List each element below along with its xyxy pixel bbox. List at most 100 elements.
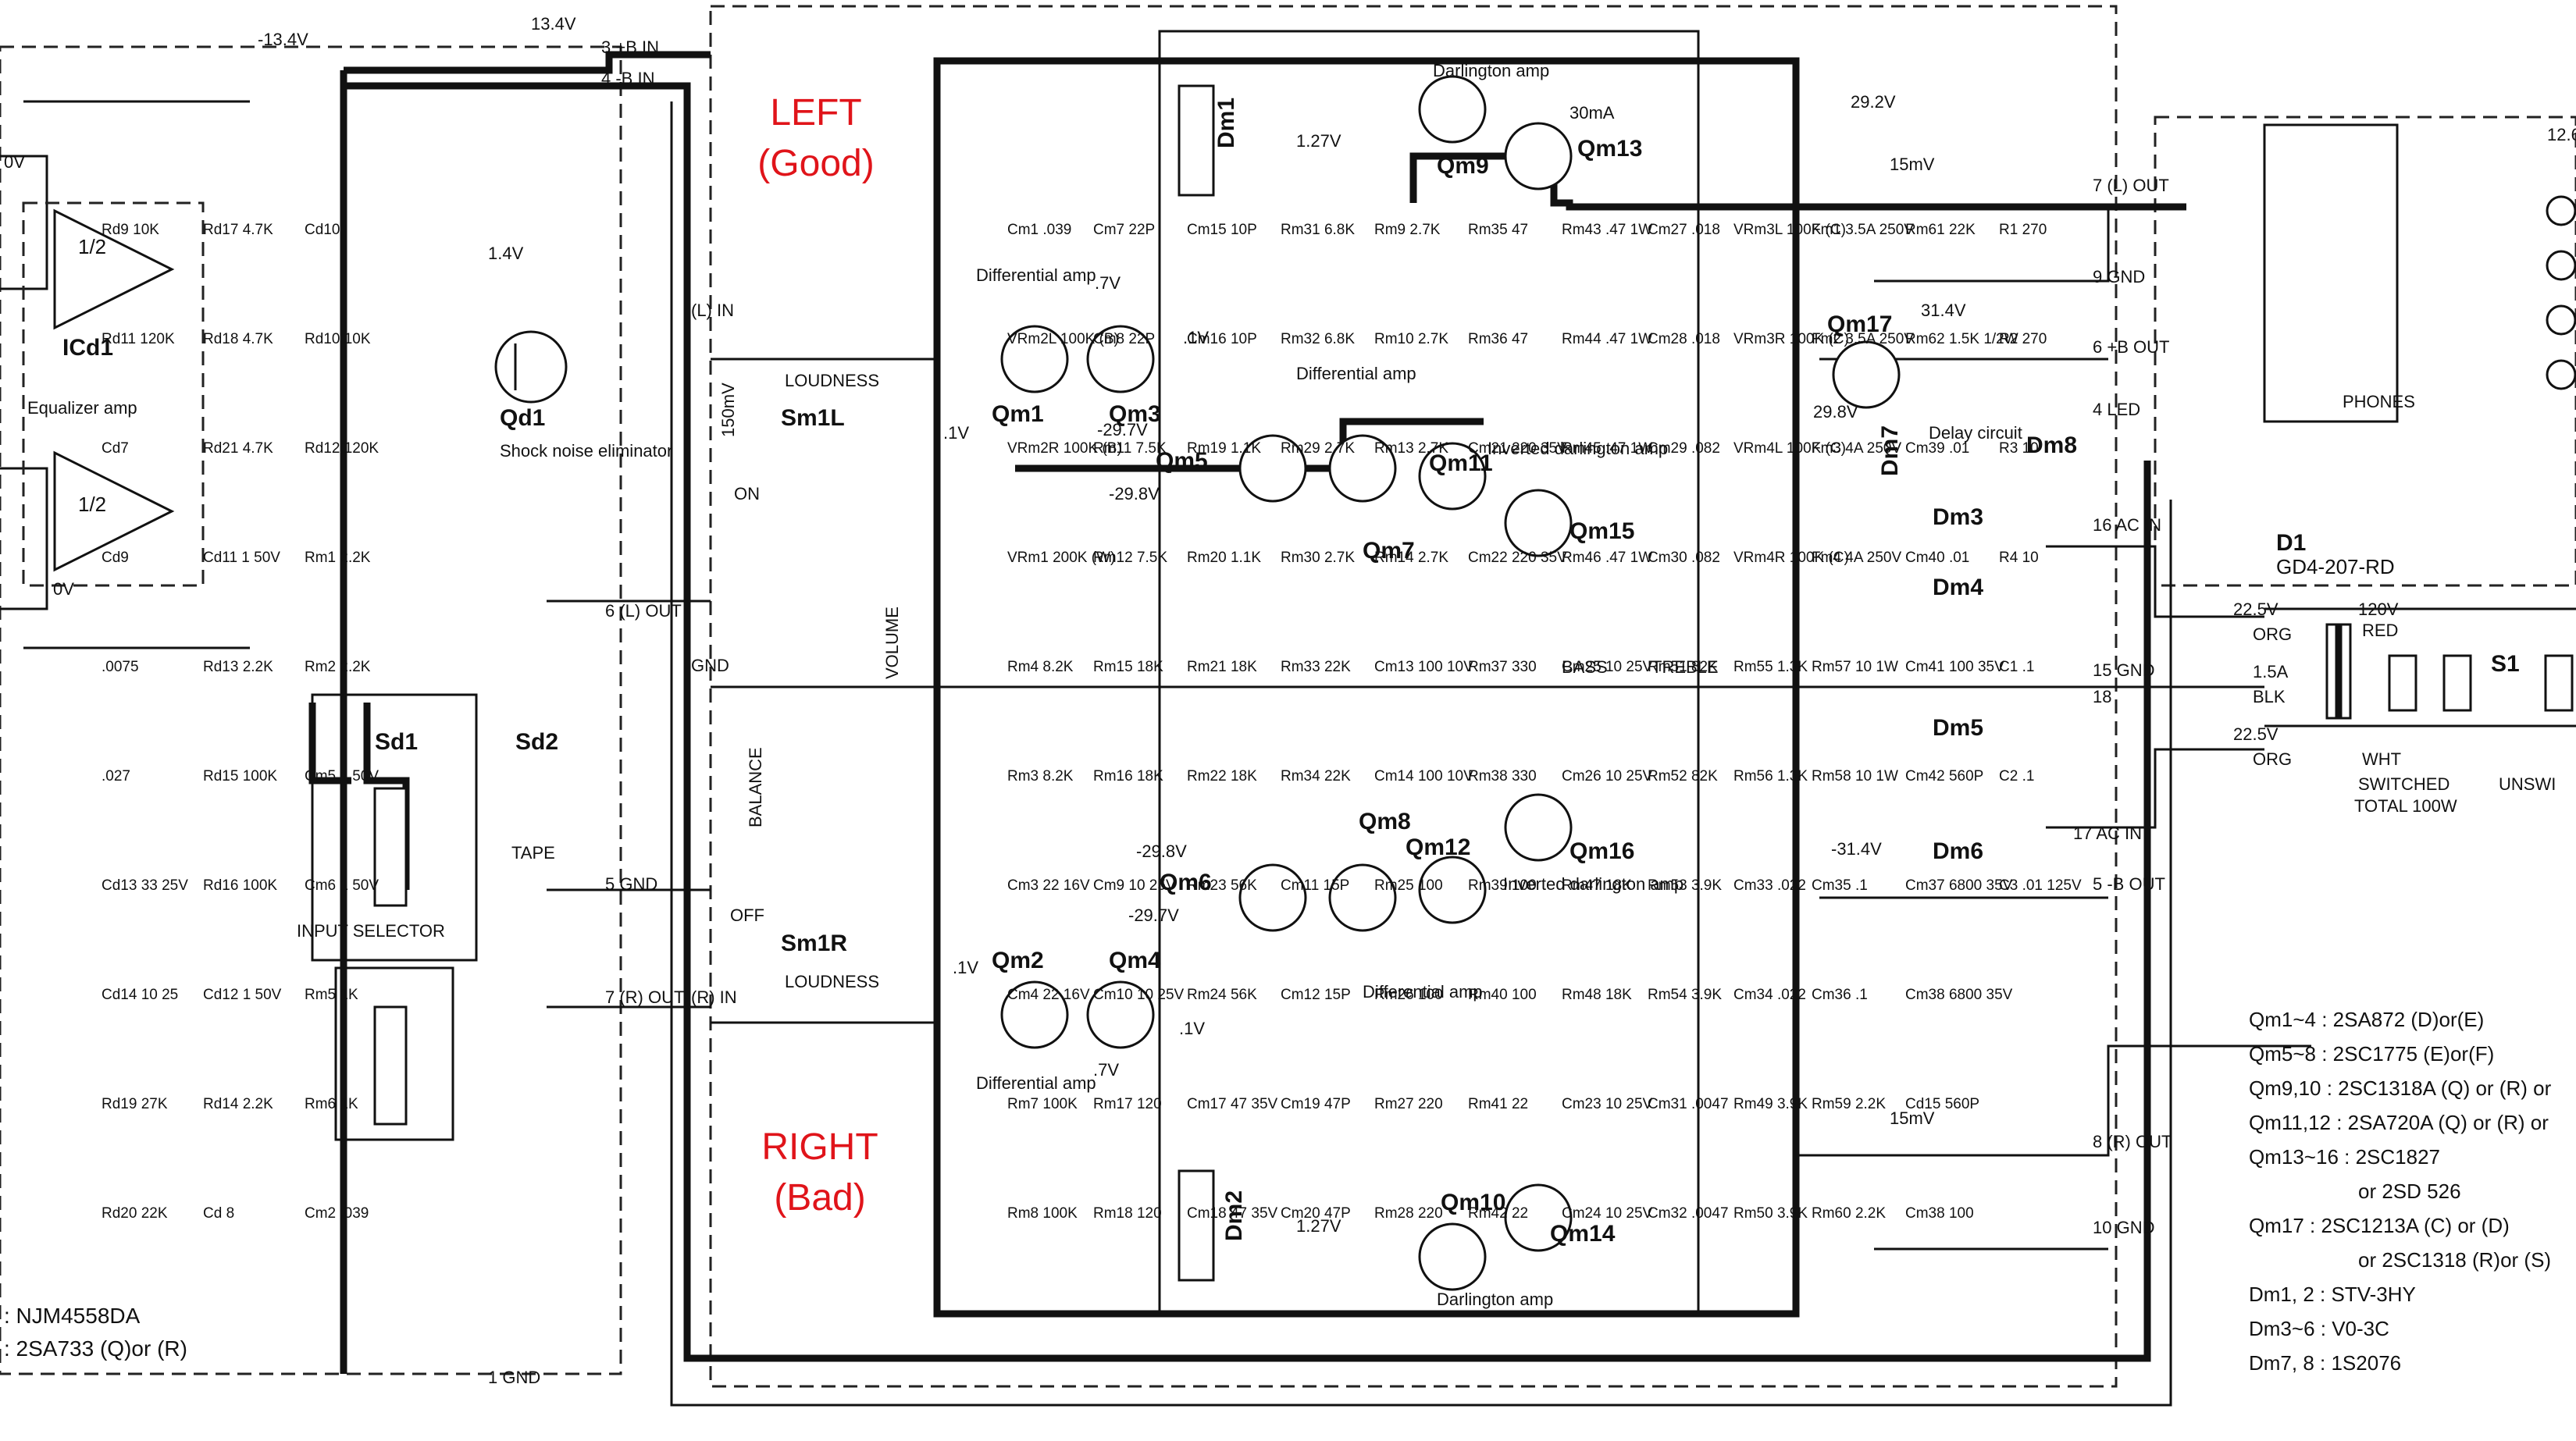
component-value: Rm13 2.7K (1374, 440, 1448, 457)
component-value: Cm24 10 25V (1562, 1205, 1653, 1222)
v-m29-8-top: -29.8V (1109, 484, 1160, 503)
preamp-board-outline (0, 45, 622, 1375)
sd1-label: Sd1 (375, 729, 418, 755)
opamp-upper (53, 208, 175, 330)
left-parts-item: : NJM4558DA (4, 1304, 141, 1328)
component-value: VRm2L 100K (B) (1007, 331, 1119, 347)
component-value: Cm8 22P (1093, 331, 1155, 347)
component-value: Rm26 100 (1374, 987, 1443, 1003)
component-value: Rm28 220 (1374, 1205, 1443, 1222)
component-value: Cm4 22 16V (1007, 987, 1090, 1003)
component-value: Rm38 330 (1468, 768, 1537, 785)
component-value: Rd13 2.2K (203, 659, 273, 675)
component-value: .027 (102, 768, 130, 785)
component-value: Rm44 .47 1W (1562, 331, 1652, 347)
t-r-out-7: 7 (R) OUT (605, 987, 684, 1007)
component-value: Cm33 .022 (1733, 877, 1806, 894)
v-1-27-bottom: 1.27V (1296, 1216, 1341, 1236)
qd1-symbol (494, 330, 568, 404)
inv-darlington-top-label: Inverted darlington amp (1488, 439, 1668, 458)
t-red: RED (2362, 621, 2398, 640)
v-15mv-top: 15mV (1890, 155, 1935, 174)
v-m31-4: -31.4V (1831, 839, 1882, 859)
ac-in-16-wire (2046, 545, 2264, 618)
component-value: Cm12 15P (1281, 987, 1351, 1003)
balance-label: BALANCE (746, 747, 765, 827)
t-gnd5: 5 GND (605, 874, 657, 894)
component-value: Cm13 100 10V (1374, 659, 1473, 675)
component-value: Cm7 22P (1093, 222, 1155, 238)
component-value: Rd14 2.2K (203, 1096, 273, 1112)
component-value: Rd16 100K (203, 877, 277, 894)
qm9-symbol (1418, 75, 1487, 144)
dm4-label: Dm4 (1933, 575, 1983, 600)
component-value: Rd18 4.7K (203, 331, 273, 347)
t-ac-in-17: 17 AC IN (2073, 824, 2142, 843)
parts-list-item: Qm13~16 : 2SC1827 (2249, 1145, 2440, 1169)
component-value: Rm5 1K (305, 987, 358, 1003)
outlet-3 (2544, 654, 2574, 712)
v-1-a: .1V (943, 423, 969, 443)
equalizer-label: Equalizer amp (27, 398, 137, 418)
v-m29-7-top: -29.7V (1097, 420, 1148, 439)
v-1-b: .1V (1183, 328, 1209, 347)
component-value: VRm3R 100K (C) (1733, 331, 1849, 347)
qm17-symbol (1832, 340, 1901, 409)
component-value: Rm12 7.5K (1093, 550, 1167, 566)
qm1-symbol (1000, 325, 1069, 393)
component-value: Fm2 3.5A 250V (1812, 331, 1914, 347)
component-value: Cd 8 (203, 1205, 234, 1222)
component-value: Rm60 2.2K (1812, 1205, 1886, 1222)
qm4-symbol (1086, 980, 1155, 1049)
component-value: R2 270 (1999, 331, 2047, 347)
component-value: Cm32 .0047 (1648, 1205, 1729, 1222)
diff-amp-mid-bottom-label: Differential amp (1363, 982, 1483, 1002)
component-value: Rm21 18K (1187, 659, 1257, 675)
qm3-symbol (1086, 325, 1155, 393)
component-value: Cm39 .01 (1905, 440, 1969, 457)
qm3-label: Qm3 (1109, 401, 1161, 427)
input-selector-label: INPUT SELECTOR (297, 921, 445, 941)
component-value: Rm56 1.3K (1733, 768, 1808, 785)
v-7-bottom: .7V (1093, 1060, 1119, 1080)
t-18: 18 (2093, 687, 2111, 706)
qd1-label: Qd1 (500, 405, 545, 431)
component-value: .0075 (102, 659, 139, 675)
component-value: Fm3 4A 250V (1812, 440, 1901, 457)
loudness-top-label: LOUDNESS (785, 371, 879, 390)
component-value: Rm49 3.9K (1733, 1096, 1808, 1112)
component-value: Rm58 10 1W (1812, 768, 1898, 785)
component-value: Rd21 4.7K (203, 440, 273, 457)
component-value: Rm30 2.7K (1281, 550, 1355, 566)
volume-label: VOLUME (882, 607, 902, 679)
component-value: Cm40 .01 (1905, 550, 1969, 566)
component-value: Cm17 47 35V (1187, 1096, 1278, 1112)
outlet-1 (2388, 654, 2417, 712)
component-value: Rm62 1.5K 1/2W (1905, 331, 2018, 347)
t-l-out-7: 7 (L) OUT (2093, 176, 2169, 195)
qm14-label: Qm14 (1550, 1221, 1616, 1247)
v-0v-b: 0V (53, 579, 74, 599)
sd1-slider (373, 787, 408, 907)
speaker-terminal-3 (2546, 304, 2576, 336)
component-value: Rm33 22K (1281, 659, 1351, 675)
component-value: Rm23 56K (1187, 877, 1257, 894)
dm1-label: Dm1 (1213, 98, 1239, 148)
component-value: Cd9 (102, 550, 129, 566)
component-value: Rm19 1.1K (1187, 440, 1261, 457)
v-120v: 120V (2358, 600, 2399, 619)
opamp-lower (53, 450, 175, 572)
qm16-symbol (1504, 793, 1573, 862)
qm2-label: Qm2 (992, 948, 1044, 973)
phones-jack (2263, 123, 2399, 423)
v-1-c: .1V (953, 958, 978, 977)
component-value: Rm40 100 (1468, 987, 1537, 1003)
component-value: Rd9 10K (102, 222, 159, 238)
component-value: Cm35 .1 (1812, 877, 1868, 894)
component-value: Rm46 .47 1W (1562, 550, 1652, 566)
dm3-label: Dm3 (1933, 504, 1983, 530)
plus-b-rail (344, 51, 711, 74)
dm1-symbol (1178, 84, 1215, 197)
t-r-out-8: 8 (R) OUT (2093, 1132, 2172, 1151)
